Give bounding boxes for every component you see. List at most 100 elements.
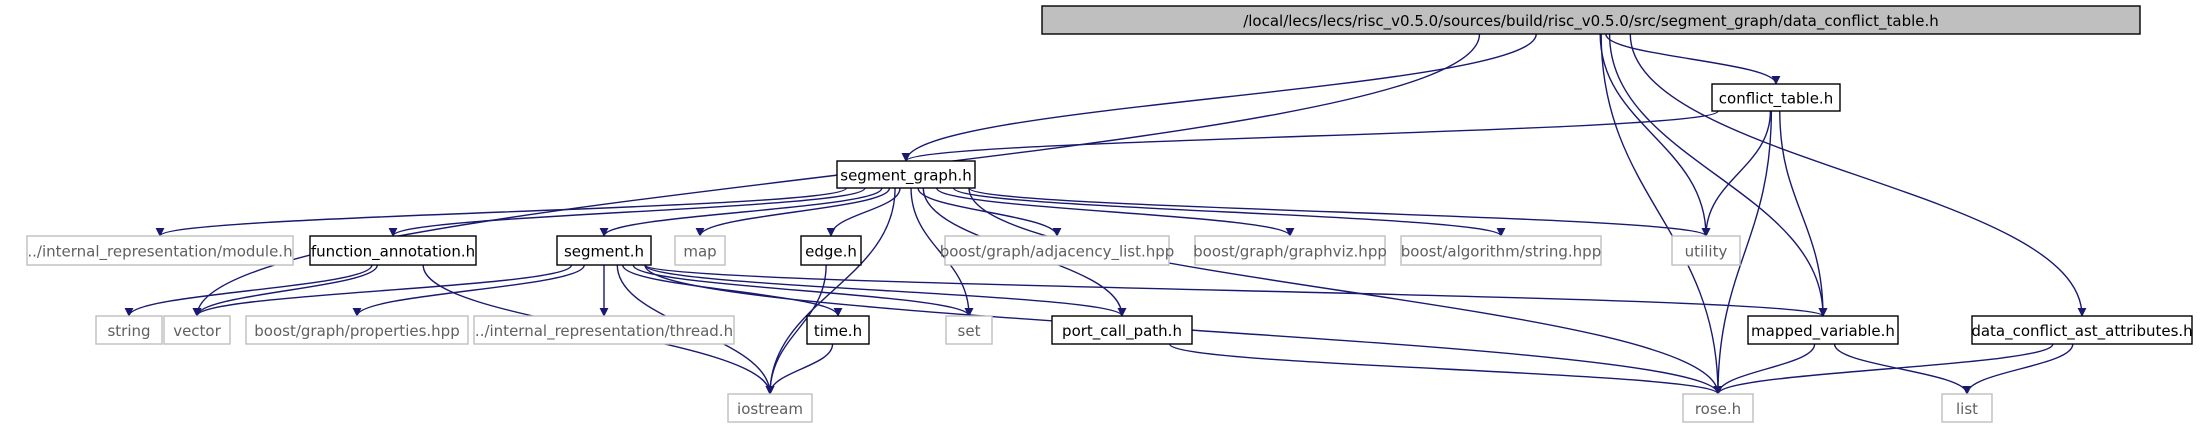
node-box [473,315,735,345]
edge-root-to-utility [1599,33,1711,237]
node-label: map [683,243,716,261]
node-thread: ../internal_representation/thread.h [473,315,735,345]
node-vector: vector [163,315,231,345]
edge-segment-to-properties [352,264,585,317]
node-segment-graph[interactable]: segment_graph.h [836,160,976,189]
node-box [944,235,1170,266]
edge-mapped-variable-to-list [1833,343,1972,395]
edge-root-to-data-conflict-ast-attributes [1629,33,2087,317]
edge-segment-to-port-call-path [644,264,1127,317]
edge-root-to-mapped-variable [1608,33,1828,317]
node-label: segment.h [564,243,644,261]
edge-segment-graph-to-set [910,187,974,317]
node-label: conflict_table.h [1719,90,1833,109]
edge-port-call-path-to-rose [1168,343,1723,395]
node-box [727,393,813,423]
node-algorithm-string: boost/algorithm/string.hpp [1400,235,1602,266]
edge-segment-graph-to-function-annotation [388,187,866,237]
node-box [1971,315,2193,345]
node-box [1194,235,1386,266]
node-label: port_call_path.h [1062,322,1182,341]
node-label: ../internal_representation/module.h [27,243,292,262]
node-box [1041,5,2141,35]
node-label: iostream [737,400,803,418]
edge-segment-to-vector [192,264,573,317]
node-label: rose.h [1695,400,1741,418]
edge-segment-graph-to-module [155,187,848,237]
node-box [806,315,870,345]
edges-layer [124,33,2087,395]
node-graphviz: boost/graph/graphviz.hpp [1193,235,1387,266]
edge-conflict-table-to-segment-graph [901,110,1719,162]
node-label: utility [1685,243,1728,261]
edge-data-conflict-ast-attributes-to-rose [1713,343,2054,395]
edge-conflict-table-to-rose [1713,110,1773,395]
node-label: boost/graph/graphviz.hpp [1193,243,1387,261]
node-set: set [945,315,993,345]
node-module: ../internal_representation/module.h [26,235,294,266]
edge-function-annotation-to-string [124,264,373,317]
node-box [26,235,294,266]
edge-segment-graph-to-iostream [765,187,896,395]
node-data-conflict-ast-attributes[interactable]: data_conflict_ast_attributes.h [1971,315,2193,345]
node-label: mapped_variable.h [1751,322,1895,341]
node-label: set [958,322,981,340]
node-map: map [674,235,726,266]
node-label: data_conflict_ast_attributes.h [1971,322,2192,341]
edge-root-to-conflict-table [1605,33,1781,85]
edge-segment-graph-to-graphviz [936,187,1295,237]
node-iostream: iostream [727,393,813,423]
node-port-call-path[interactable]: port_call_path.h [1051,315,1193,345]
node-label: function_annotation.h [311,243,475,262]
node-box [674,235,726,266]
edge-segment-to-time [622,264,843,317]
node-segment[interactable]: segment.h [556,235,652,266]
edge-segment-graph-to-rose [968,187,1723,395]
node-box [1051,315,1193,345]
node-box [245,315,469,345]
node-box [1671,235,1741,266]
node-edge[interactable]: edge.h [800,235,862,266]
node-function-annotation[interactable]: function_annotation.h [309,235,477,266]
node-label: time.h [814,322,862,340]
node-mapped-variable[interactable]: mapped_variable.h [1747,315,1899,345]
node-box [556,235,652,266]
node-box [1682,393,1754,423]
edge-data-conflict-ast-attributes-to-list [1962,343,2074,395]
node-rose: rose.h [1682,393,1754,423]
node-label: edge.h [805,243,857,261]
edge-time-to-iostream [765,343,834,395]
edge-root-to-segment-graph [901,33,1537,162]
edge-segment-graph-to-segment [599,187,883,237]
node-box [836,160,976,189]
node-label: list [1956,400,1978,418]
node-label: boost/graph/adjacency_list.hpp [940,243,1175,262]
node-utility: utility [1671,235,1741,266]
node-label: string [107,322,150,340]
edge-segment-to-mapped-variable [644,264,1828,317]
node-label: boost/algorithm/string.hpp [1401,243,1601,261]
node-label: segment_graph.h [840,167,971,186]
nodes-layer: /local/lecs/lecs/risc_v0.5.0/sources/bui… [26,5,2193,423]
node-label: vector [173,322,221,340]
node-box [1400,235,1602,266]
node-box [945,315,993,345]
node-box [163,315,231,345]
edge-function-annotation-to-vector [192,264,379,317]
node-label: boost/graph/properties.hpp [254,322,459,340]
node-list: list [1941,393,1993,423]
edge-conflict-table-to-mapped-variable [1779,110,1828,317]
node-root[interactable]: /local/lecs/lecs/risc_v0.5.0/sources/bui… [1041,5,2141,35]
node-box [800,235,862,266]
edge-segment-graph-to-map [695,187,891,237]
edge-segment-graph-to-utility [968,187,1711,237]
node-conflict-table[interactable]: conflict_table.h [1711,83,1841,112]
edge-edge-to-iostream [765,264,827,395]
node-label: ../internal_representation/thread.h [475,322,733,341]
edge-segment-to-set [632,264,974,317]
node-adjacency-list: boost/graph/adjacency_list.hpp [940,235,1175,266]
node-box [95,315,163,345]
node-box [1941,393,1993,423]
node-time[interactable]: time.h [806,315,870,345]
